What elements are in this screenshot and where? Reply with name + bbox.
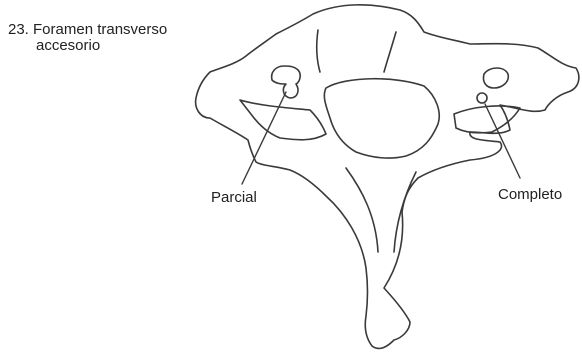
spinous-process-left-ridge	[346, 168, 378, 252]
left-transverse-process	[240, 100, 326, 140]
right-lamina-curve	[384, 32, 396, 72]
complete-foramen-main	[483, 68, 508, 88]
left-lamina-curve	[317, 30, 320, 72]
vertebral-body	[324, 79, 439, 158]
partial-label: Parcial	[211, 189, 257, 206]
complete-label: Completo	[498, 186, 562, 203]
vertebra-outline	[196, 5, 579, 349]
complete-foramen-accessory	[477, 93, 487, 103]
